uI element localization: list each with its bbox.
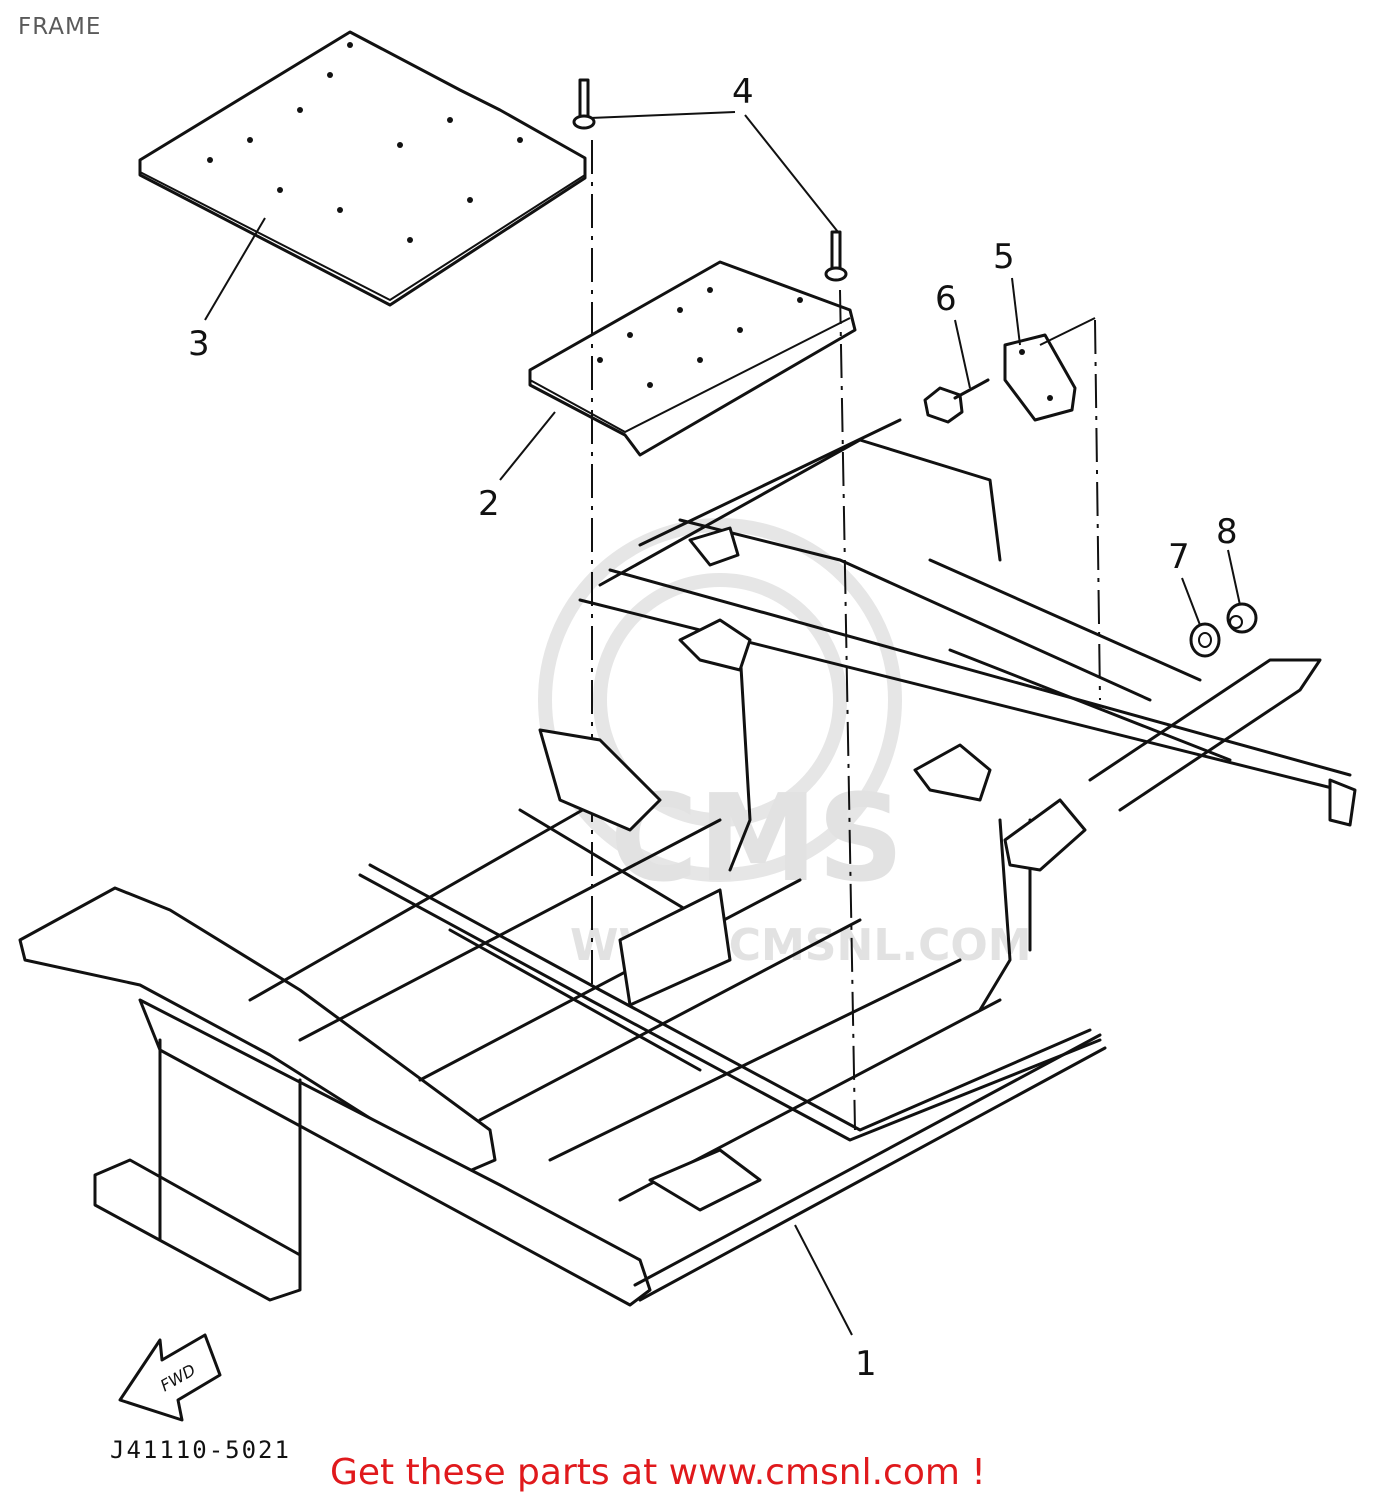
part-8-collar xyxy=(1226,602,1258,634)
callout-2: 2 xyxy=(478,484,500,524)
part-6-bolt xyxy=(923,378,990,424)
part-4-rivet-upper xyxy=(572,78,596,130)
assembly-lines xyxy=(591,140,1101,1131)
page-title: FRAME xyxy=(18,14,102,40)
callout-4: 4 xyxy=(732,72,754,112)
footer-link[interactable]: Get these parts at www.cmsnl.com ! xyxy=(330,1452,986,1493)
fwd-arrow-icon: FWD xyxy=(118,1333,222,1422)
callout-7: 7 xyxy=(1168,537,1190,577)
callout-numbers: 1 2 3 4 5 6 7 8 xyxy=(188,72,1238,1384)
callout-3: 3 xyxy=(188,324,210,364)
callout-6: 6 xyxy=(935,279,957,319)
part-7-nut xyxy=(1189,622,1221,658)
part-3-floor-plate xyxy=(138,30,587,307)
callout-1: 1 xyxy=(855,1344,877,1384)
watermark-brand: CMS xyxy=(610,770,904,909)
part-1-main-frame xyxy=(18,418,1357,1307)
part-2-center-panel xyxy=(528,260,857,457)
part-4-rivet-lower xyxy=(824,230,848,282)
leader-lines xyxy=(204,111,1241,1336)
drawing-code: J41110-5021 xyxy=(110,1436,291,1464)
callout-5: 5 xyxy=(993,237,1015,277)
part-5-bracket xyxy=(1003,333,1077,422)
callout-8: 8 xyxy=(1216,512,1238,552)
